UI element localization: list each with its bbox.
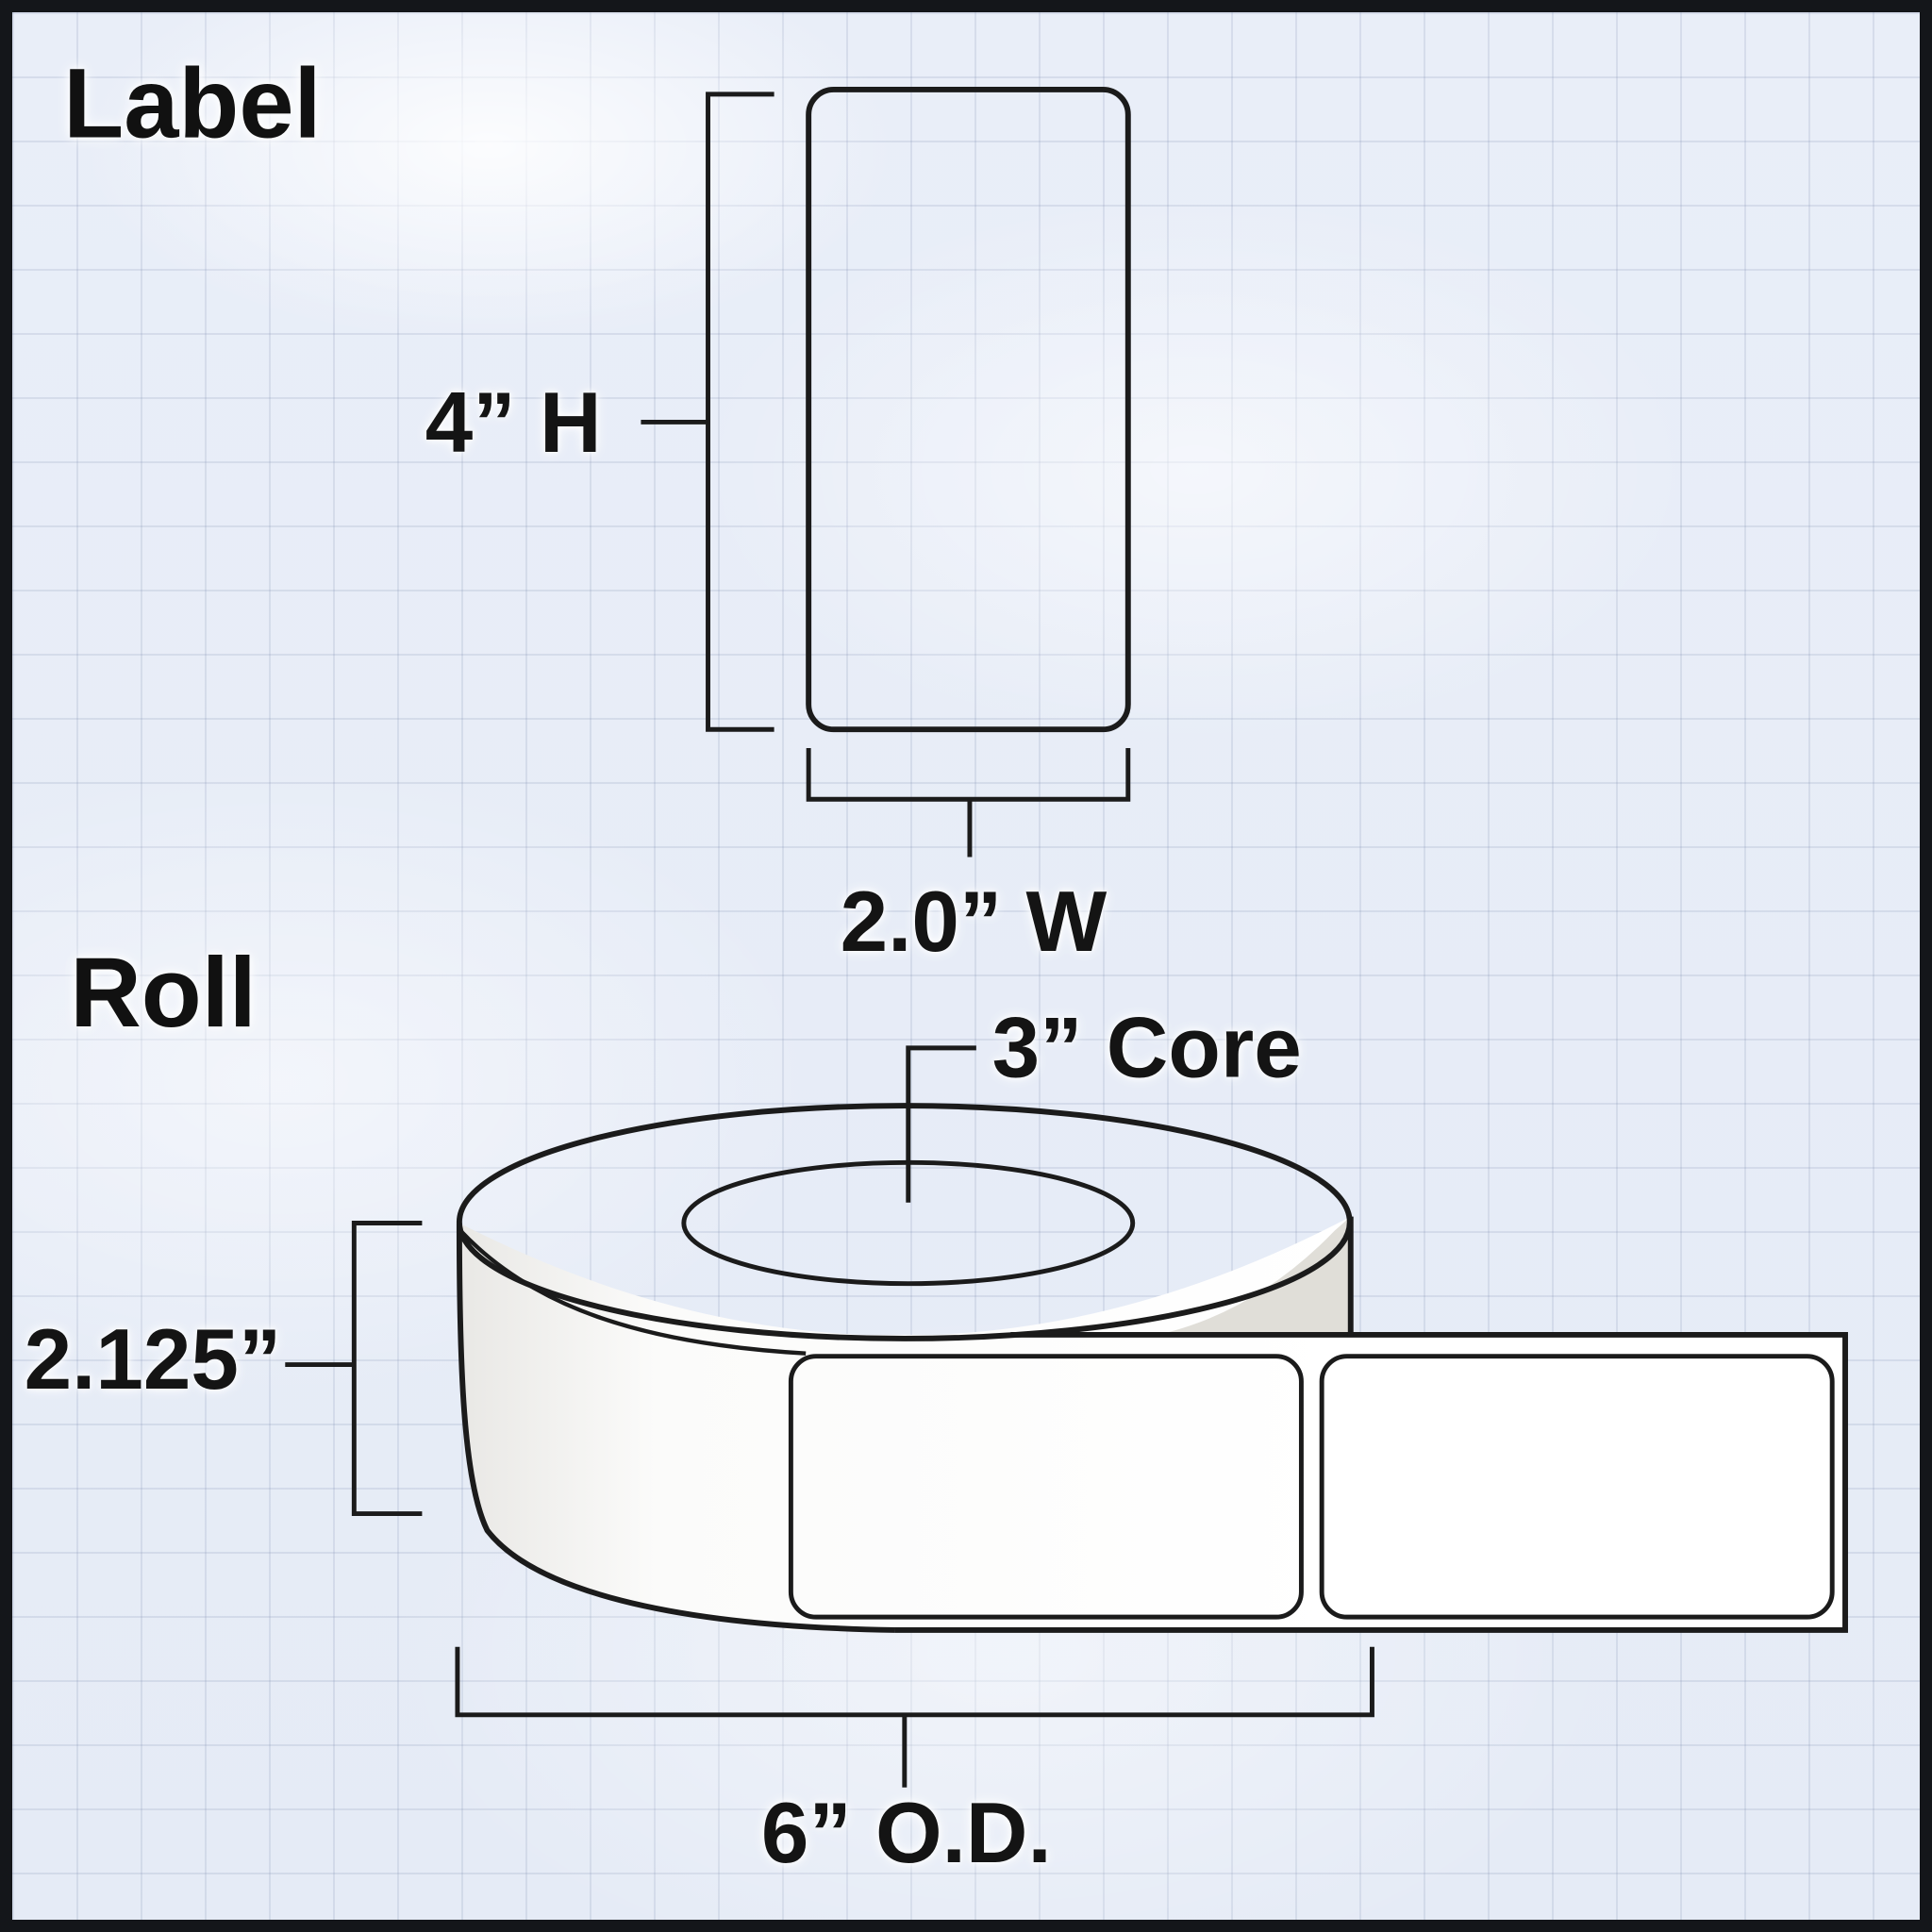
roll-width-text: 2.125” <box>25 1312 282 1407</box>
label-outline <box>806 86 1131 733</box>
od-text: 6” O.D. <box>761 1786 1052 1881</box>
core-dimension-text: 3” Core <box>992 1000 1302 1095</box>
roll-lip-arc <box>458 1228 807 1356</box>
height-dimension-text: 4” H <box>425 375 602 471</box>
width-bracket <box>806 747 1131 802</box>
strip-label-1 <box>788 1354 1304 1620</box>
core-leader-line <box>906 1045 976 1203</box>
section-title-roll: Roll <box>70 938 257 1048</box>
od-bracket <box>455 1646 1374 1718</box>
strip-label-2 <box>1319 1354 1835 1620</box>
height-bracket <box>706 92 774 732</box>
width-dimension-text: 2.0” W <box>841 874 1108 970</box>
roll-body <box>458 1216 1351 1630</box>
section-title-label: Label <box>63 48 321 158</box>
label-roll-diagram: Label 4” H 2.0” W Roll <box>25 48 1848 1881</box>
roll-width-bracket <box>351 1221 423 1517</box>
strip-outline <box>894 1332 1848 1633</box>
roll-left-edge <box>456 1223 896 1633</box>
roll-shade-wedge <box>1158 1216 1351 1335</box>
roll-outer-ellipse <box>456 1103 1353 1341</box>
